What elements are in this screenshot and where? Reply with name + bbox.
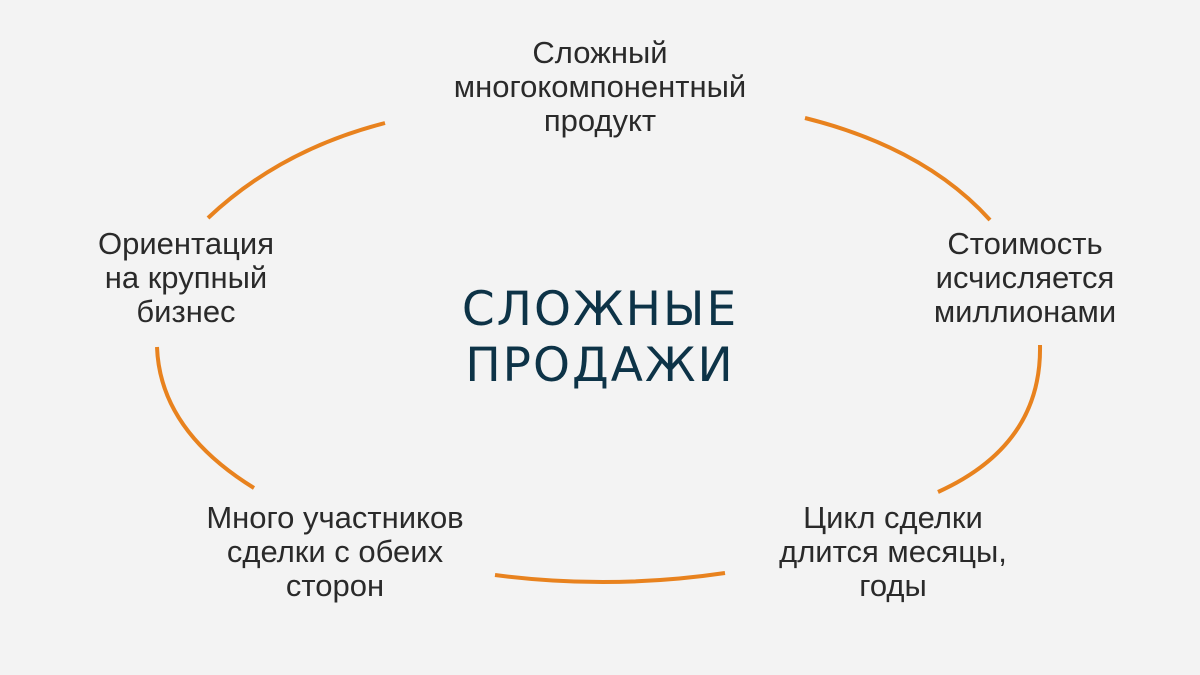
node-bottom-left: Много участников сделки с обеих сторон — [206, 501, 463, 603]
node-top: Сложный многокомпонентный продукт — [454, 36, 746, 138]
arc-top-left — [206, 121, 386, 220]
node-line: на крупный — [104, 260, 268, 295]
node-right: Стоимость исчисляется миллионами — [934, 227, 1116, 329]
arc-bottom — [494, 571, 726, 584]
arc-top-right — [804, 116, 992, 222]
node-line: годы — [859, 568, 927, 603]
node-line: сделки с обеих — [226, 534, 444, 569]
node-bottom-right: Цикл сделки длится месяцы, годы — [779, 501, 1007, 603]
diagram-title: СЛОЖНЫЕ ПРОДАЖИ — [462, 282, 738, 394]
node-line: Сложный — [532, 35, 668, 70]
node-line: длится месяцы, — [779, 534, 1007, 569]
node-line: Много участников — [206, 500, 464, 535]
node-line: сторон — [285, 568, 385, 603]
node-line: Ориентация — [98, 226, 274, 261]
node-line: Стоимость — [947, 226, 1103, 261]
node-line: продукт — [543, 103, 657, 138]
node-line: бизнес — [136, 294, 236, 329]
node-line: Цикл сделки — [803, 500, 983, 535]
node-line: исчисляется — [935, 260, 1115, 295]
arc-left — [155, 346, 256, 490]
node-line: многокомпонентный — [453, 69, 747, 104]
node-left: Ориентация на крупный бизнес — [98, 227, 274, 329]
node-line: миллионами — [933, 294, 1117, 329]
title-line-2: ПРОДАЖИ — [465, 338, 735, 393]
title-line-1: СЛОЖНЫЕ — [461, 282, 739, 337]
arc-right — [937, 344, 1043, 494]
